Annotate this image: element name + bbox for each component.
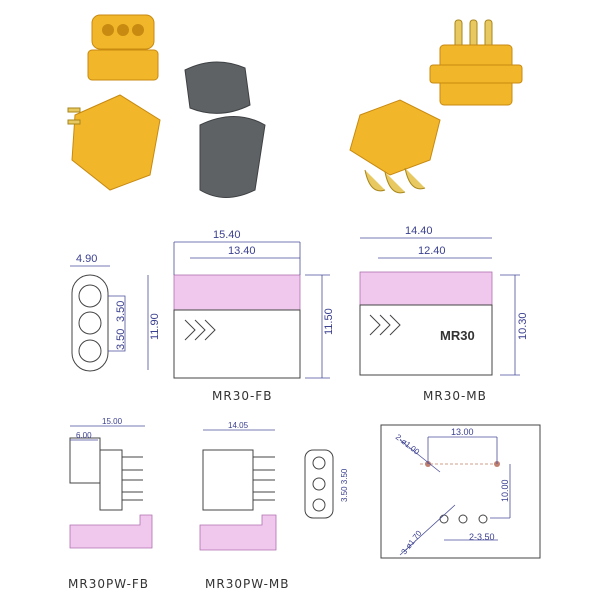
- dim-height: 11.50: [323, 308, 335, 335]
- gold-pin: [469, 19, 478, 49]
- dim-pitch-2: 3.50: [115, 329, 127, 350]
- dim-length-total: 14.40: [405, 225, 433, 237]
- caption-mr30pw-mb: MR30PW-MB: [205, 577, 290, 591]
- dim-height: 10.30: [517, 312, 529, 340]
- connector-body: [71, 94, 161, 191]
- dim-length-total: 15.00: [102, 417, 123, 426]
- body-outline: [202, 449, 254, 511]
- pins: [253, 456, 275, 501]
- connector-flange: [87, 49, 159, 81]
- connector-body: [349, 99, 441, 176]
- grey-cover: [199, 116, 266, 198]
- grip-ribs: [184, 319, 216, 341]
- dim-length-inner: 13.40: [228, 245, 256, 257]
- body-outline: [69, 437, 101, 484]
- section-view: [173, 274, 301, 311]
- dim-length-total: 14.05: [228, 421, 249, 430]
- section-view: [69, 514, 153, 549]
- gold-pin: [454, 19, 463, 49]
- body-outline: [359, 304, 493, 376]
- pcb-layout-drawing: 13.00 2-ø1.00 10.00 2-3.50 3-ø1.70: [380, 424, 541, 559]
- section-view: [199, 514, 277, 551]
- mr30-mb-drawing: MR30 14.40 12.40 10.30 MR30-MB: [359, 225, 529, 403]
- caption-mr30-mb: MR30-MB: [423, 389, 487, 403]
- dim-pin-pitch: 2-3.50: [469, 532, 495, 542]
- pin-hole: [478, 514, 488, 524]
- pins: [122, 456, 143, 501]
- gold-pin: [67, 107, 81, 113]
- end-view-outline: [304, 449, 334, 519]
- contact: [78, 284, 102, 308]
- pin-hole: [458, 514, 468, 524]
- flange-outline: [99, 449, 123, 511]
- mr30pw-mb-drawing: 14.05 3.50 3.50 MR30PW-MB: [199, 421, 349, 591]
- dim-pin-hole: 3-ø1.70: [399, 529, 423, 557]
- contact: [312, 477, 326, 491]
- caption-mr30pw-fb: MR30PW-FB: [68, 577, 149, 591]
- dim-mount-hole: 2-ø1.00: [394, 432, 422, 456]
- grip-ribs: [369, 314, 401, 336]
- dim-length-body: 6.00: [76, 431, 92, 440]
- gold-pin: [484, 19, 493, 49]
- layout-frame: [380, 424, 541, 559]
- mr30pw-fb-drawing: 15.00 6.00 MR30PW-FB: [68, 417, 153, 591]
- dimension-lines: [70, 265, 149, 370]
- caption-mr30-fb: MR30-FB: [212, 389, 272, 403]
- pin-hole: [117, 24, 129, 36]
- body-outline: [173, 309, 301, 379]
- mr30-marking: MR30: [440, 328, 475, 343]
- mr30-fb-drawing: 15.40 13.40 11.50 MR30-FB: [173, 229, 335, 403]
- contact: [312, 456, 326, 470]
- dim-pitch: 3.50 3.50: [340, 468, 349, 502]
- photo-right: [349, 19, 523, 194]
- pin-hole: [132, 24, 144, 36]
- pin-hole: [102, 24, 114, 36]
- dim-length-inner: 12.40: [418, 245, 446, 257]
- front-view: 4.90 11.90 3.50 3.50: [70, 253, 161, 372]
- dim-height: 11.90: [149, 313, 161, 340]
- connector-flange: [429, 64, 523, 84]
- photo-left: [67, 14, 266, 198]
- dim-row-distance: 10.00: [500, 479, 510, 502]
- dim-hole-span: 13.00: [451, 427, 474, 437]
- grey-cover: [184, 61, 251, 114]
- section-view: [359, 271, 493, 306]
- dimension-lines: [70, 425, 145, 441]
- pin-hole: [439, 514, 449, 524]
- dimension-lines: [360, 237, 520, 376]
- gold-pins: [364, 167, 426, 194]
- dim-pitch-1: 3.50: [115, 301, 127, 322]
- dim-width: 4.90: [76, 253, 97, 265]
- dim-length-total: 15.40: [213, 229, 241, 241]
- dimension-lines: [173, 241, 330, 379]
- contact: [78, 339, 102, 363]
- gold-pin: [67, 119, 81, 125]
- dimension-lines: [399, 436, 511, 556]
- contact: [78, 311, 102, 335]
- contact: [312, 498, 326, 512]
- front-outline: [71, 274, 109, 372]
